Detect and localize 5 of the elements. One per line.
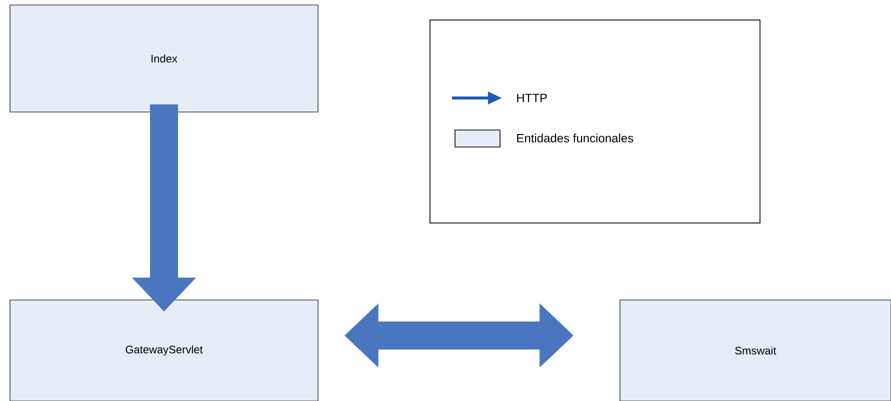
- process-box: Index: [10, 4, 318, 112]
- process-box: GatewayServlet: [10, 300, 318, 401]
- process-box: Smswait: [620, 300, 891, 401]
- legend-label: HTTP: [517, 94, 547, 102]
- legend-label: Entidades funcionales: [517, 134, 634, 142]
